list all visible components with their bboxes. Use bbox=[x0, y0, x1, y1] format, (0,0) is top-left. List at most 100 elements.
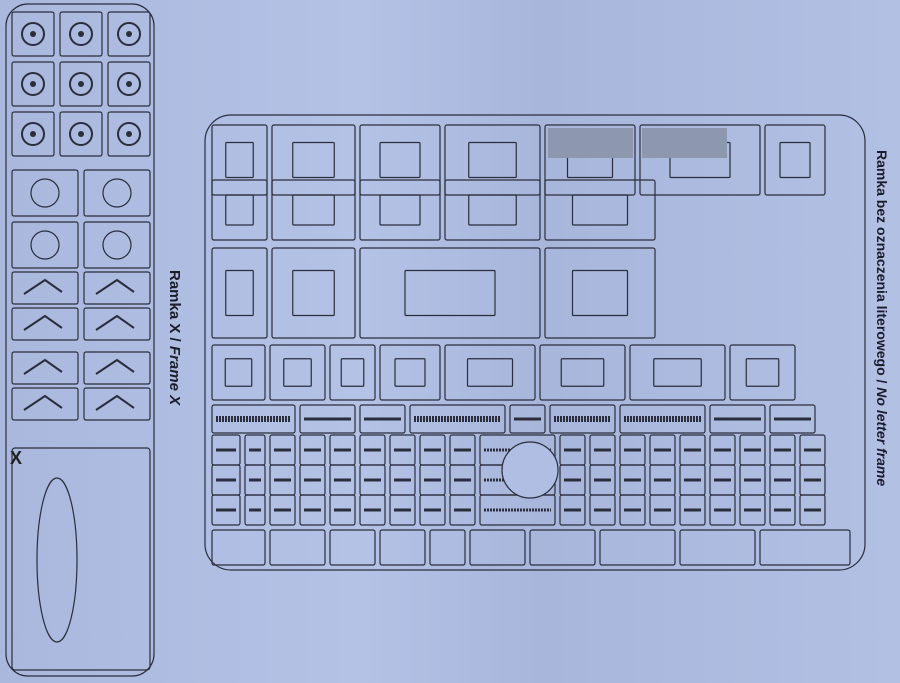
part-detail bbox=[468, 194, 517, 226]
part-cell bbox=[539, 344, 626, 401]
part-detail bbox=[571, 269, 629, 317]
part-cell bbox=[11, 221, 79, 269]
part-cell bbox=[11, 447, 151, 671]
part-cell bbox=[269, 494, 296, 526]
wheel-part bbox=[21, 72, 45, 96]
part-cell bbox=[759, 529, 851, 566]
part-cell bbox=[11, 11, 55, 57]
part-cell bbox=[444, 179, 541, 241]
part-cell bbox=[429, 529, 466, 566]
part-cell bbox=[59, 11, 103, 57]
part-detail bbox=[225, 141, 254, 179]
gear-part bbox=[102, 230, 132, 260]
part-cell bbox=[11, 169, 79, 217]
part-cell bbox=[11, 61, 55, 107]
part-cell bbox=[359, 494, 386, 526]
lever-part bbox=[23, 314, 63, 331]
wheel-hub bbox=[126, 131, 132, 137]
part-cell bbox=[509, 404, 546, 434]
wheel-part bbox=[21, 122, 45, 146]
no-letter-frame-title: Ramka bez oznaczenia literowego / No let… bbox=[874, 150, 890, 487]
part-cell bbox=[107, 111, 151, 157]
wheel-part bbox=[117, 72, 141, 96]
part-cell bbox=[649, 494, 676, 526]
part-cell bbox=[329, 494, 356, 526]
part-cell bbox=[589, 494, 616, 526]
gear-part bbox=[30, 178, 60, 208]
wheel-part bbox=[117, 122, 141, 146]
lever-part bbox=[95, 278, 135, 295]
part-cell bbox=[83, 351, 151, 385]
part-cell bbox=[359, 179, 441, 241]
part-cell bbox=[359, 124, 441, 196]
part-cell bbox=[709, 404, 766, 434]
part-cell bbox=[59, 61, 103, 107]
part-cell bbox=[269, 344, 326, 401]
wheel-hub bbox=[126, 81, 132, 87]
wheel-part bbox=[69, 122, 93, 146]
part-cell bbox=[769, 404, 816, 434]
part-cell bbox=[764, 124, 826, 196]
part-cell bbox=[559, 494, 586, 526]
part-cell bbox=[379, 529, 426, 566]
wheel-part bbox=[117, 22, 141, 46]
sprue-frame bbox=[204, 114, 866, 571]
sprue-frame bbox=[5, 3, 155, 677]
wheel-hub bbox=[78, 31, 84, 37]
part-cell bbox=[359, 404, 406, 434]
part-cell bbox=[444, 344, 536, 401]
part-cell bbox=[11, 351, 79, 385]
part-cell bbox=[729, 344, 796, 401]
part-cell bbox=[469, 529, 526, 566]
part-cell bbox=[379, 344, 441, 401]
part-cell bbox=[211, 494, 241, 526]
part-cell bbox=[211, 529, 266, 566]
part-cell bbox=[271, 124, 356, 196]
part-detail bbox=[571, 194, 629, 226]
part-detail bbox=[394, 358, 426, 387]
part-detail bbox=[283, 358, 312, 387]
lever-part bbox=[23, 278, 63, 295]
part-cell bbox=[83, 387, 151, 421]
part-cell bbox=[619, 494, 646, 526]
part-detail bbox=[404, 269, 496, 317]
part-cell bbox=[59, 111, 103, 157]
wheel-hub bbox=[30, 31, 36, 37]
no-letter-sprue bbox=[204, 114, 866, 571]
part-cell bbox=[11, 387, 79, 421]
part-detail bbox=[468, 141, 517, 179]
part-detail bbox=[340, 358, 365, 387]
frame-x-title: Ramka X / Frame X bbox=[166, 270, 183, 406]
wheel-part bbox=[21, 22, 45, 46]
part-detail bbox=[560, 358, 605, 387]
wheel-hub bbox=[30, 131, 36, 137]
part-detail bbox=[225, 269, 254, 317]
part-cell bbox=[244, 494, 266, 526]
part-cell bbox=[83, 307, 151, 341]
wheel-hub bbox=[30, 81, 36, 87]
part-cell bbox=[529, 529, 596, 566]
part-detail bbox=[379, 141, 421, 179]
part-detail bbox=[379, 194, 421, 226]
part-cell bbox=[271, 179, 356, 241]
part-cell bbox=[211, 404, 296, 434]
part-cell bbox=[107, 11, 151, 57]
part-cell bbox=[599, 529, 676, 566]
part-cell bbox=[679, 494, 706, 526]
part-cell bbox=[83, 271, 151, 305]
part-cell bbox=[211, 247, 268, 339]
part-cell bbox=[409, 404, 506, 434]
highlighted-weapon-part bbox=[642, 128, 727, 158]
part-cell bbox=[449, 494, 476, 526]
shield-part bbox=[36, 477, 78, 643]
part-cell bbox=[739, 494, 766, 526]
gear-part bbox=[30, 230, 60, 260]
part-cell bbox=[679, 529, 756, 566]
part-cell bbox=[769, 494, 796, 526]
part-cell bbox=[619, 404, 706, 434]
part-cell bbox=[799, 494, 826, 526]
part-cell bbox=[549, 404, 616, 434]
part-cell bbox=[389, 494, 416, 526]
part-cell bbox=[271, 247, 356, 339]
